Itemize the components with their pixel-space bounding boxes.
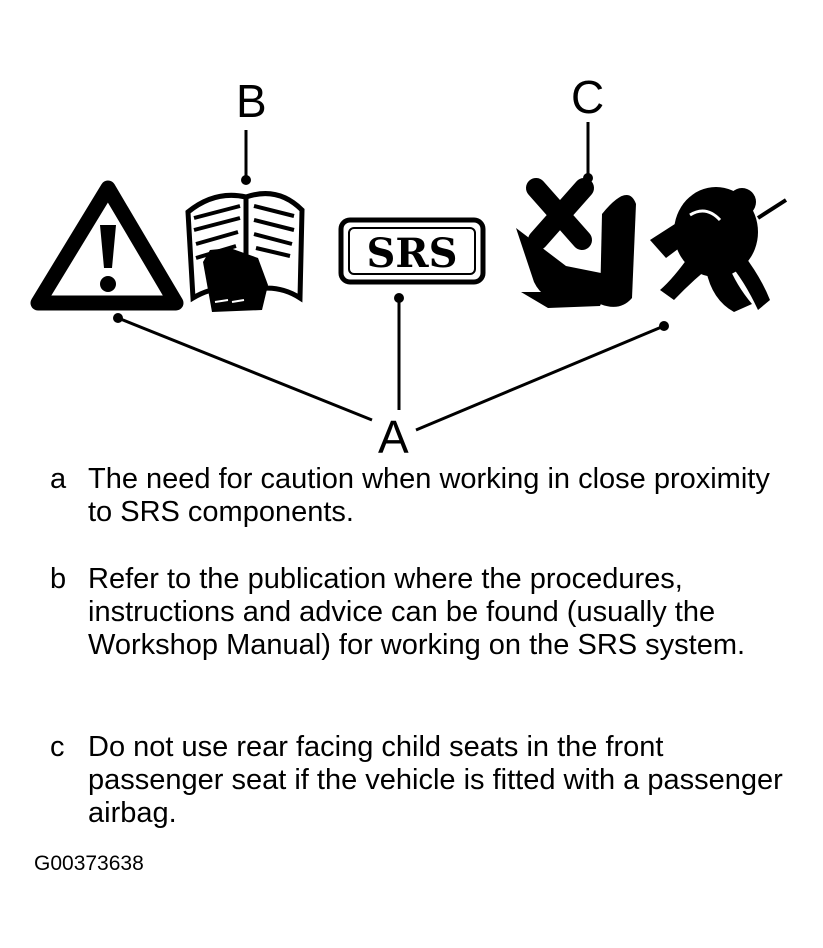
note-b: b Refer to the publication where the pro… [50,563,790,662]
note-key: b [50,563,67,595]
child-seat-crossed-icon [516,122,636,308]
note-text: Refer to the publication where the proce… [88,563,746,661]
srs-text: SRS [366,230,457,277]
callout-c-label: C [571,71,605,123]
callout-a-leaders [113,293,669,432]
srs-warning-label-diagram: SRS [30,122,788,432]
callout-b-label: B [236,75,267,127]
note-key: c [50,731,65,763]
warning-triangle-icon [30,180,184,311]
figure-id: G00373638 [34,852,144,875]
manual-book-icon [185,130,305,312]
airbag-occupant-icon [650,187,788,312]
note-key: a [50,463,67,495]
callout-a-label: A [378,411,409,463]
note-a: a The need for caution when working in c… [50,463,790,529]
srs-label-icon: SRS [338,217,486,285]
note-c: c Do not use rear facing child seats in … [50,731,790,830]
note-text: Do not use rear facing child seats in th… [88,731,783,829]
note-text: The need for caution when working in clo… [88,463,770,528]
